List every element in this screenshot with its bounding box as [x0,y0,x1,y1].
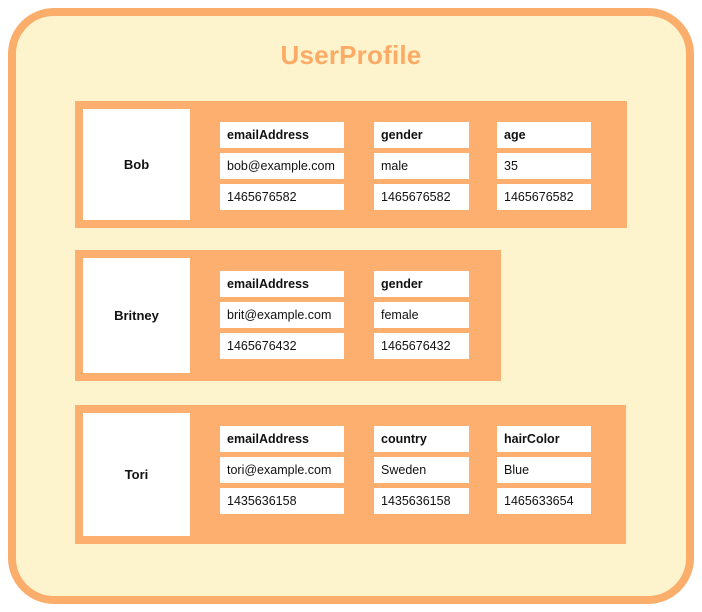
field-key-cell[interactable]: gender [374,122,469,148]
user-name-box[interactable]: Bob [83,109,190,220]
field-value-cell[interactable]: Blue [497,457,591,483]
field-value-cell[interactable]: 35 [497,153,591,179]
field-timestamp-cell[interactable]: 1465676582 [374,184,469,210]
field-timestamp-cell[interactable]: 1465676582 [220,184,344,210]
user-name-label: Bob [123,157,150,172]
field-timestamp-cell[interactable]: 1465676582 [497,184,591,210]
user-record-panel[interactable]: Bob emailAddress bob@example.com 1465676582… [75,101,627,228]
user-name-label: Tori [124,467,149,482]
field-column: emailAddress brit@example.com 1465676432 [220,271,344,359]
field-timestamp-cell[interactable]: 1465676432 [220,333,344,359]
field-column: emailAddress tori@example.com 1435636158 [220,426,344,514]
field-column: emailAddress bob@example.com 1465676582 [220,122,344,210]
field-column: gender female 1465676432 [374,271,469,359]
field-value-cell[interactable]: Sweden [374,457,469,483]
field-value-cell[interactable]: brit@example.com [220,302,344,328]
field-key-cell[interactable]: emailAddress [220,426,344,452]
field-timestamp-cell[interactable]: 1465633654 [497,488,591,514]
page-title: UserProfile [280,40,422,70]
user-name-box[interactable]: Tori [83,413,190,536]
field-column: gender male 1465676582 [374,122,469,210]
field-column: age 35 1465676582 [497,122,591,210]
user-record-panel[interactable]: Britney emailAddress brit@example.com 14656… [75,250,501,381]
field-value-cell[interactable]: bob@example.com [220,153,344,179]
field-key-cell[interactable]: emailAddress [220,122,344,148]
user-profile-container: UserProfile Bob emailAddress bob@example.c… [8,8,694,604]
field-timestamp-cell[interactable]: 1435636158 [374,488,469,514]
field-key-cell[interactable]: emailAddress [220,271,344,297]
field-value-cell[interactable]: female [374,302,469,328]
field-value-cell[interactable]: tori@example.com [220,457,344,483]
field-timestamp-cell[interactable]: 1435636158 [220,488,344,514]
field-key-cell[interactable]: hairColor [497,426,591,452]
field-key-cell[interactable]: country [374,426,469,452]
user-record-panel[interactable]: Tori emailAddress tori@example.com 14356361… [75,405,626,544]
field-value-cell[interactable]: male [374,153,469,179]
user-name-label: Britney [114,308,159,323]
user-name-box[interactable]: Britney [83,258,190,373]
field-timestamp-cell[interactable]: 1465676432 [374,333,469,359]
field-key-cell[interactable]: age [497,122,591,148]
field-key-cell[interactable]: gender [374,271,469,297]
